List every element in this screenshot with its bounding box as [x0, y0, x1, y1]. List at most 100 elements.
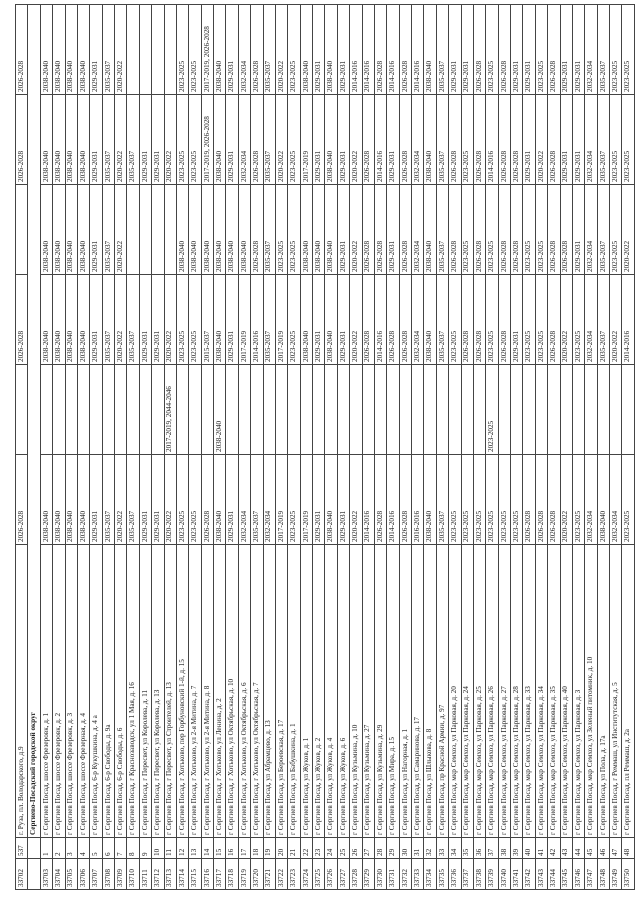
table-cell: 2038-2040: [77, 4, 90, 95]
table-cell: [139, 184, 152, 275]
table-cell: 2020-2022: [114, 274, 127, 365]
table-cell: 2038-2040: [423, 94, 437, 185]
table-cell: 30: [399, 837, 412, 859]
table-cell: г Сергиев Посад, г Хотьково, ул 2-я Мити…: [201, 544, 214, 838]
table-cell: 2026-2028: [522, 454, 536, 545]
table-cell: 2029-2031: [151, 274, 164, 365]
table-cell: 2029-2031: [225, 274, 239, 365]
table-cell: г Сергиев Посад, г Хотьково, ул Октябрьс…: [250, 544, 263, 838]
table-cell: 2026-2028: [547, 184, 560, 275]
table-cell: г Сергиев Посад, 6-р Свободы, д. 9а: [102, 544, 115, 838]
table-cell: 33733: [411, 858, 424, 890]
table-cell: 2026-2028: [374, 454, 387, 545]
table-cell: 2035-2037: [263, 184, 276, 275]
table-cell: 2023-2025: [473, 454, 486, 545]
table-cell: г Сергиев Посад, г Пересвет, ул Королева…: [151, 544, 164, 838]
table-cell: [597, 364, 610, 455]
table-cell: 2038-2040: [40, 184, 53, 275]
table-cell: 2029-2031: [312, 4, 325, 95]
table-cell: 33727: [337, 858, 350, 890]
table-cell: 2026-2028: [547, 274, 560, 365]
table-cell: 2035-2037: [126, 274, 140, 365]
table-cell: 2023-2025: [609, 94, 622, 185]
table-cell: 6: [102, 837, 115, 859]
table-cell: 2029-2031: [225, 4, 239, 95]
table-cell: 33705: [65, 858, 78, 890]
table-cell: 2029-2031: [572, 4, 585, 95]
table-cell: [188, 364, 202, 455]
table-cell: 2038-2040: [40, 454, 53, 545]
table-cell: 19: [263, 837, 276, 859]
table-cell: г Сергиев Посад, ул Жуков, д. 4: [324, 544, 338, 838]
table-cell: [27, 858, 41, 890]
table-cell: 2038-2040: [300, 274, 313, 365]
table-cell: [287, 364, 301, 455]
table-cell: [164, 4, 177, 95]
table-cell: 2029-2031: [312, 94, 325, 185]
table-cell: 2026-2028: [560, 184, 573, 275]
table-cell: 33717: [213, 858, 226, 890]
table-cell: 2017-2019: [275, 274, 288, 365]
table-cell: 16: [225, 837, 239, 859]
table-cell: 2035-2037: [597, 94, 610, 185]
table-cell: 2038-2040: [300, 184, 313, 275]
table-cell: 9: [139, 837, 152, 859]
table-cell: г Сергиев Посад, мкр Семхоз, ул Парковая…: [535, 544, 548, 838]
table-cell: 2014-2016: [349, 4, 362, 95]
table-cell: 2015-2037: [201, 274, 214, 365]
table-cell: 2023-2025: [621, 4, 635, 95]
table-cell: 2035-2037: [263, 94, 276, 185]
table-cell: 2038-2040: [40, 4, 53, 95]
table-cell: 45: [584, 837, 598, 859]
table-cell: 2029-2031: [522, 94, 536, 185]
table-cell: 33732: [399, 858, 412, 890]
table-cell: 2035-2037: [250, 454, 263, 545]
table-cell: г Сергиев Посад, ул Самаринова, д. 17: [411, 544, 424, 838]
table-cell: 2038-2040: [597, 454, 610, 545]
table-cell: 2029-2031: [337, 94, 350, 185]
table-cell: [522, 364, 536, 455]
table-cell: 2026-2028: [399, 454, 412, 545]
table-cell: г Сергиев Посад, г Хотьково, пер Горбуно…: [176, 544, 189, 838]
table-cell: [102, 364, 115, 455]
table-cell: 2026-2028: [374, 184, 387, 275]
table-cell: г Сергиев Посад, ул Бабушкина, д. 1: [287, 544, 301, 838]
table-cell: 2038-2040: [238, 184, 251, 275]
table-cell: 35: [461, 837, 474, 859]
table-cell: 2029-2031: [337, 4, 350, 95]
table-cell: 2026-2028: [498, 184, 511, 275]
table-cell: г Сергиев Посад, пр Красной Армии, д. 97: [436, 544, 449, 838]
table-cell: [263, 364, 276, 455]
table-cell: [151, 4, 164, 95]
table-cell: 2020-2022: [114, 454, 127, 545]
table-cell: [547, 364, 560, 455]
table-cell: 2026-2028: [547, 4, 560, 95]
table-cell: 2029-2031: [572, 184, 585, 275]
table-cell: 2020-2022: [275, 4, 288, 95]
table-cell: 2026-2028: [201, 454, 214, 545]
table-cell: 2023-2025: [287, 94, 301, 185]
table-cell: 2029-2031: [151, 94, 164, 185]
table-cell: 2032-2034: [584, 184, 598, 275]
table-cell: 33749: [609, 858, 622, 890]
table-cell: 1: [40, 837, 53, 859]
table-cell: 33712: [151, 858, 164, 890]
table-cell: 2014-2016: [386, 454, 400, 545]
table-cell: [151, 364, 164, 455]
table-cell: 2020-2022: [560, 454, 573, 545]
table-cell: [324, 364, 338, 455]
table-cell: г Сергиев Посад, ул Шлыкова, д. 8: [423, 544, 437, 838]
table-cell: [621, 364, 635, 455]
